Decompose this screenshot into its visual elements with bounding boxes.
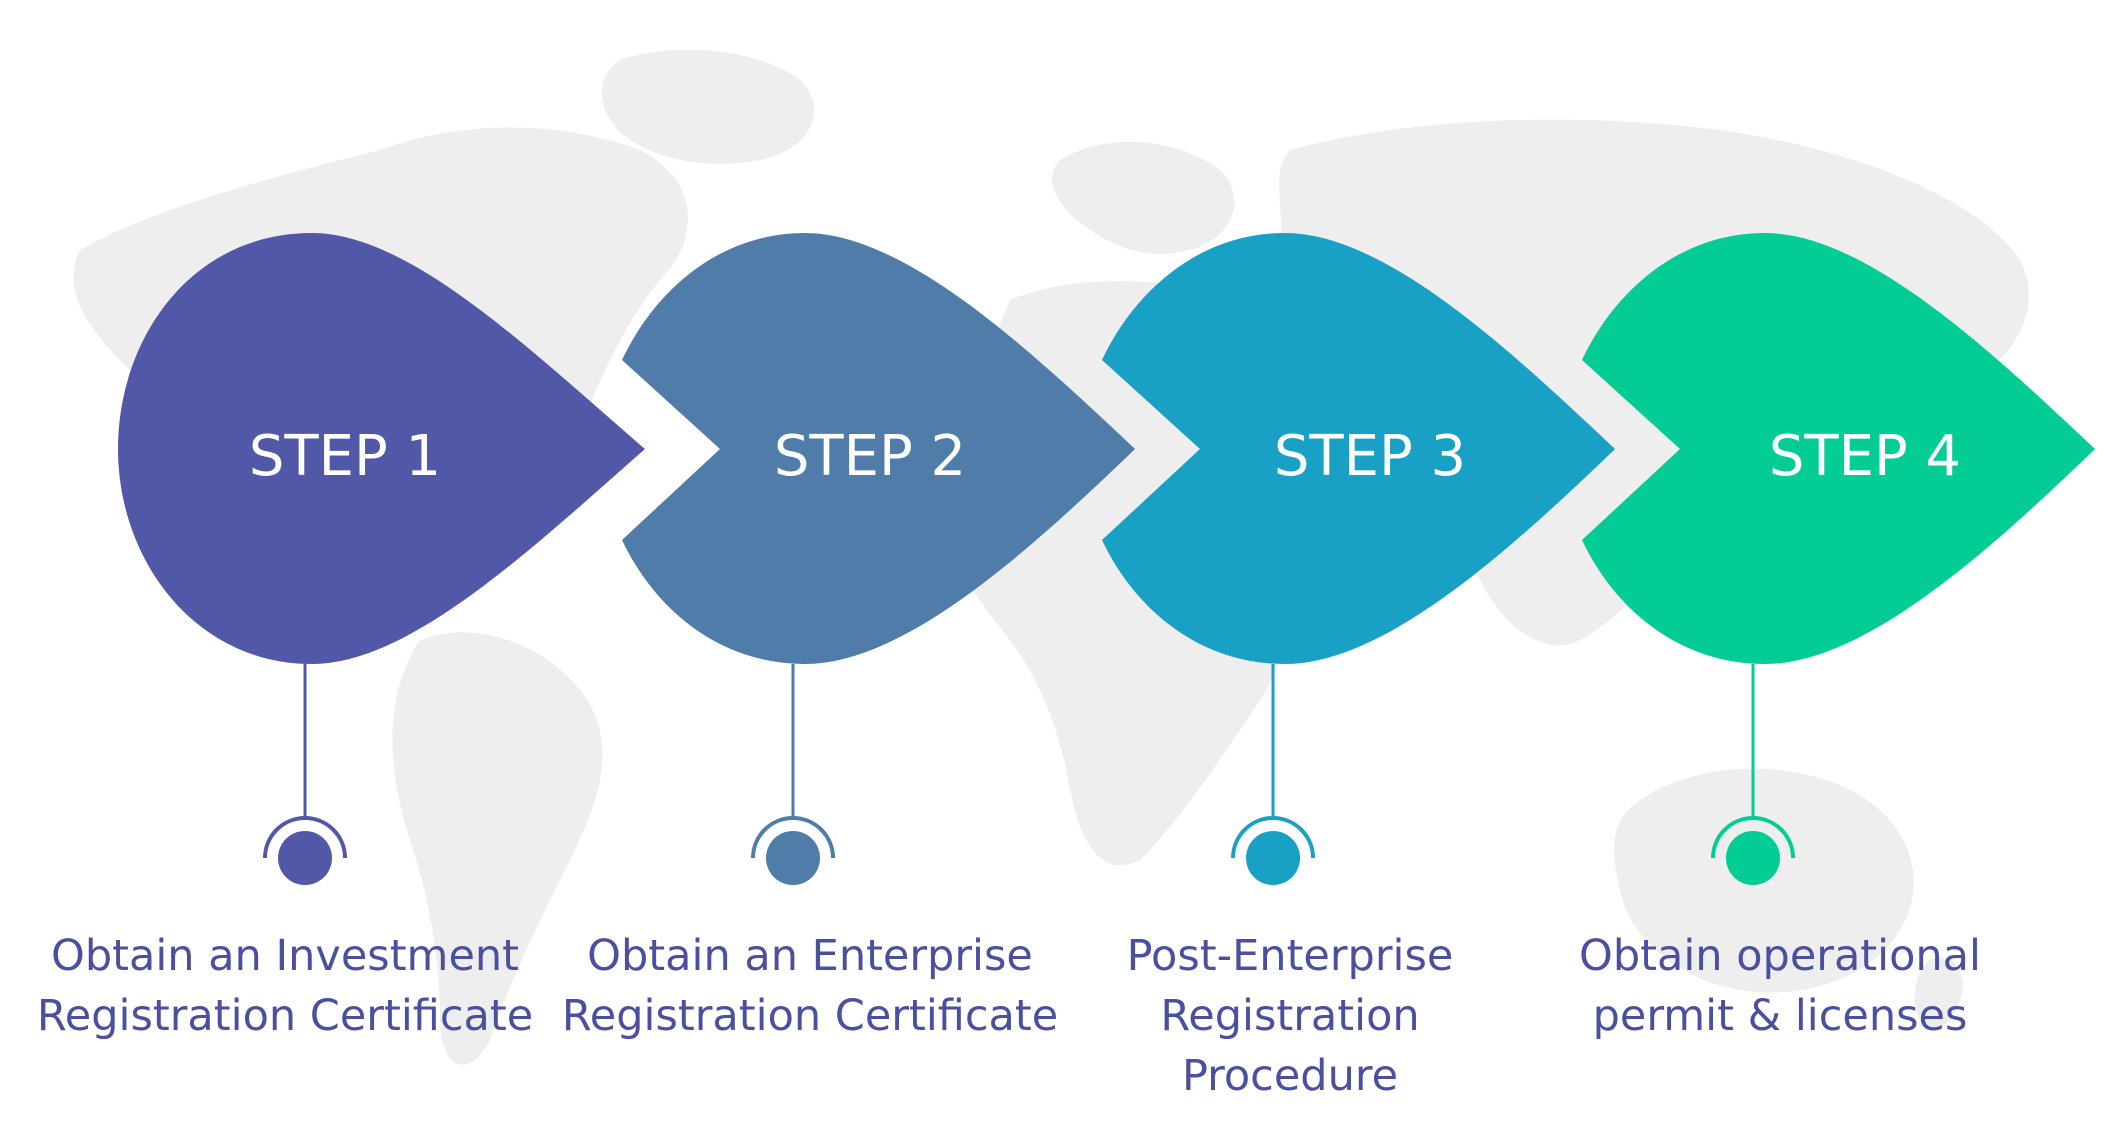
step-2-shape — [622, 233, 1135, 664]
step-1-description-line-2: Registration Certificate — [37, 991, 533, 1041]
step-3-marker-arc — [1231, 816, 1315, 859]
step-4-shape — [1582, 233, 2095, 664]
step-3-description-line-2: Registration — [1160, 991, 1419, 1041]
step-3: STEP 3 Post-EnterpriseRegistrationProcedu… — [1102, 233, 1615, 1101]
step-2-description-line-2: Registration Certificate — [562, 991, 1058, 1041]
step-3-description-line-3: Procedure — [1182, 1051, 1398, 1101]
step-1-marker-dot — [278, 831, 332, 885]
step-1-shape — [118, 233, 645, 664]
step-4-description-line-1: Obtain operational — [1579, 931, 1981, 981]
step-3-label: STEP 3 — [1274, 424, 1466, 489]
continent-shape-2 — [392, 632, 603, 1065]
step-3-description-line-1: Post-Enterprise — [1127, 931, 1454, 981]
step-2-marker-dot — [766, 831, 820, 885]
continent-shape-3 — [1051, 141, 1235, 254]
step-1-label: STEP 1 — [249, 424, 441, 489]
step-4-description-line-2: permit & licenses — [1593, 991, 1968, 1041]
step-1-marker-arc — [263, 816, 347, 859]
step-4: STEP 4 Obtain operational permit & license… — [1579, 233, 2095, 1041]
step-2-description-line-1: Obtain an Enterprise — [587, 931, 1033, 981]
continent-shape-8 — [601, 49, 815, 164]
step-3-shape — [1102, 233, 1615, 664]
step-4-marker-dot — [1726, 831, 1780, 885]
step-4-marker-arc — [1711, 816, 1795, 859]
step-1-description-line-1: Obtain an Investment — [51, 931, 519, 981]
step-2-label: STEP 2 — [774, 424, 966, 489]
continent-shape-7 — [1914, 957, 1963, 1031]
step-3-marker-dot — [1246, 831, 1300, 885]
step-4-label: STEP 4 — [1769, 424, 1961, 489]
step-2-marker-arc — [751, 816, 835, 859]
